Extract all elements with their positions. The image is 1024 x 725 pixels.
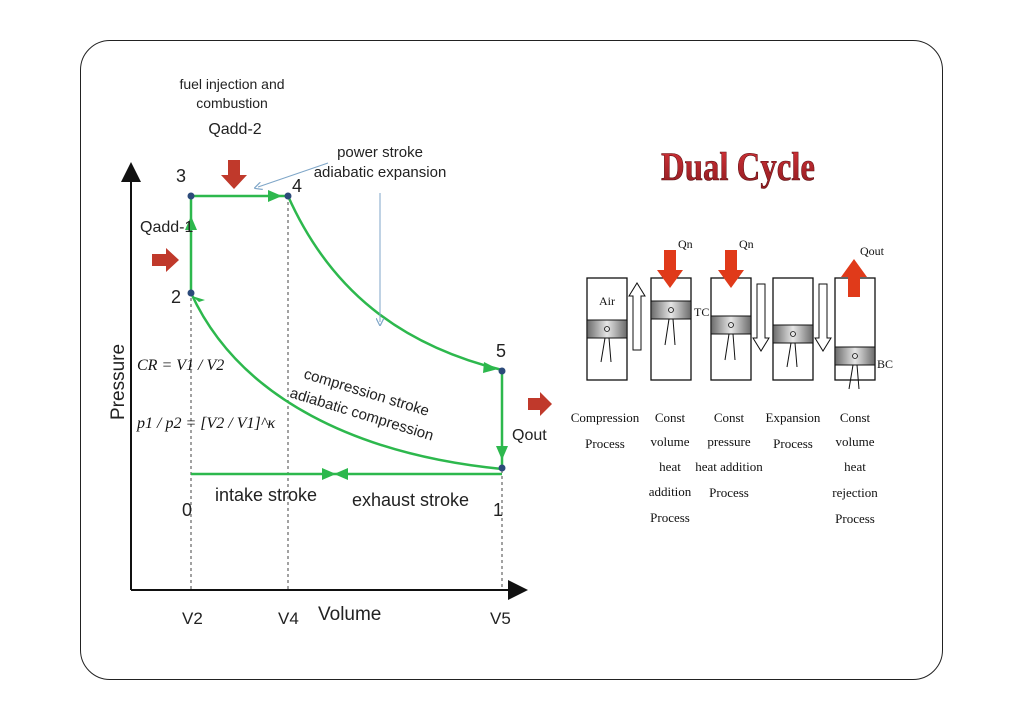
- caption-compression-l1: Compression: [571, 410, 640, 425]
- caption-cv-add-l4: addition: [649, 484, 692, 499]
- arrowhead-4-5: [483, 362, 498, 373]
- caption-cv-add-l2: volume: [651, 434, 690, 449]
- annotation-qadd2: Qadd-2: [208, 121, 261, 138]
- cylinder-compression: Air: [586, 277, 646, 381]
- caption-cv-rej-l4: rejection: [832, 485, 878, 500]
- arrowhead-exhaust: [334, 468, 348, 480]
- caption-cv-rej-l2: volume: [836, 434, 875, 449]
- caption-expansion-l2: Process: [773, 436, 813, 451]
- process-4-5: [286, 195, 503, 372]
- annotation-exhaust: exhaust stroke: [352, 490, 469, 510]
- caption-cv-add-l1: Const: [655, 410, 686, 425]
- caption-expansion-l1: Expansion: [766, 410, 821, 425]
- process-1-2: [189, 292, 503, 471]
- qout-label: Qout: [860, 244, 885, 258]
- heat-in-arrow-2: [718, 250, 744, 288]
- qn-label-2: Qn: [739, 237, 754, 251]
- title: Dual Cycle: [661, 144, 815, 189]
- formula-pressure-ratio: p1 / p2 = [V2 / V1]^κ: [136, 415, 275, 432]
- caption-cv-add-l3: heat: [659, 459, 681, 474]
- heat-out-arrow: [841, 259, 867, 297]
- y-axis-label: Pressure: [108, 344, 129, 420]
- caption-compression-l2: Process: [585, 436, 625, 451]
- heat-arrow-qadd1: [152, 248, 179, 272]
- point-label-3: 3: [176, 166, 186, 186]
- caption-cv-rej-l3: heat: [844, 459, 866, 474]
- point-label-4: 4: [292, 176, 302, 196]
- annotation-power-line2: adiabatic expansion: [314, 164, 447, 181]
- state-point-3: [187, 192, 195, 200]
- state-point-1: [498, 464, 506, 472]
- heat-in-arrow-1: [657, 250, 683, 288]
- annotation-power-line1: power stroke: [337, 144, 423, 161]
- point-label-0: 0: [182, 500, 192, 520]
- annotation-intake: intake stroke: [215, 485, 317, 505]
- tc-label: TC: [694, 305, 709, 319]
- heat-arrow-qadd2: [221, 160, 247, 189]
- arrowhead-intake: [322, 468, 336, 480]
- state-point-5: [498, 367, 506, 375]
- x-tick-v5: V5: [490, 609, 511, 628]
- formula-compression-ratio: CR = V1 / V2: [137, 357, 224, 374]
- x-tick-v4: V4: [278, 609, 299, 628]
- state-point-2: [187, 289, 195, 297]
- caption-cp-add-l1: Const: [714, 410, 745, 425]
- cylinder-const-pressure-addition: Qn: [710, 237, 770, 381]
- arrowhead-2-3: [185, 216, 197, 230]
- cylinder-const-volume-addition: Qn TC: [650, 237, 709, 381]
- annotation-qadd1: Qadd-1: [140, 219, 193, 236]
- caption-cp-add-l2: pressure: [707, 434, 751, 449]
- caption-cv-add-l5: Process: [650, 510, 690, 525]
- arrowhead-3-4: [268, 190, 282, 202]
- x-axis-label: Volume: [318, 604, 381, 625]
- direction-arrow-down-1: [752, 283, 770, 352]
- caption-cp-add-l3: heat addition: [695, 459, 763, 474]
- bc-label: BC: [877, 357, 893, 371]
- caption-cv-rej-l1: Const: [840, 410, 871, 425]
- cylinder-const-volume-rejection: Qout BC: [834, 244, 893, 390]
- heat-arrow-qout: [528, 392, 552, 416]
- arrowhead-5-1: [496, 446, 508, 460]
- arrowhead-1-2: [192, 296, 205, 302]
- state-point-4: [284, 192, 292, 200]
- annotation-fuel-line2: combustion: [196, 95, 268, 111]
- qn-label-1: Qn: [678, 237, 693, 251]
- slide-card: [80, 40, 943, 680]
- annotation-qout: Qout: [512, 427, 547, 444]
- direction-arrow-down-2: [814, 283, 832, 352]
- caption-cv-rej-l5: Process: [835, 511, 875, 526]
- point-label-5: 5: [496, 341, 506, 361]
- annotation-fuel-line1: fuel injection and: [179, 76, 284, 92]
- cylinder-expansion: [772, 277, 832, 381]
- air-label: Air: [599, 294, 615, 308]
- point-label-2: 2: [171, 287, 181, 307]
- pointer-power-to-top: [258, 162, 329, 187]
- caption-cp-add-l4: Process: [709, 485, 749, 500]
- point-label-1: 1: [493, 500, 503, 520]
- x-tick-v2: V2: [182, 609, 203, 628]
- direction-arrow-up: [628, 282, 646, 351]
